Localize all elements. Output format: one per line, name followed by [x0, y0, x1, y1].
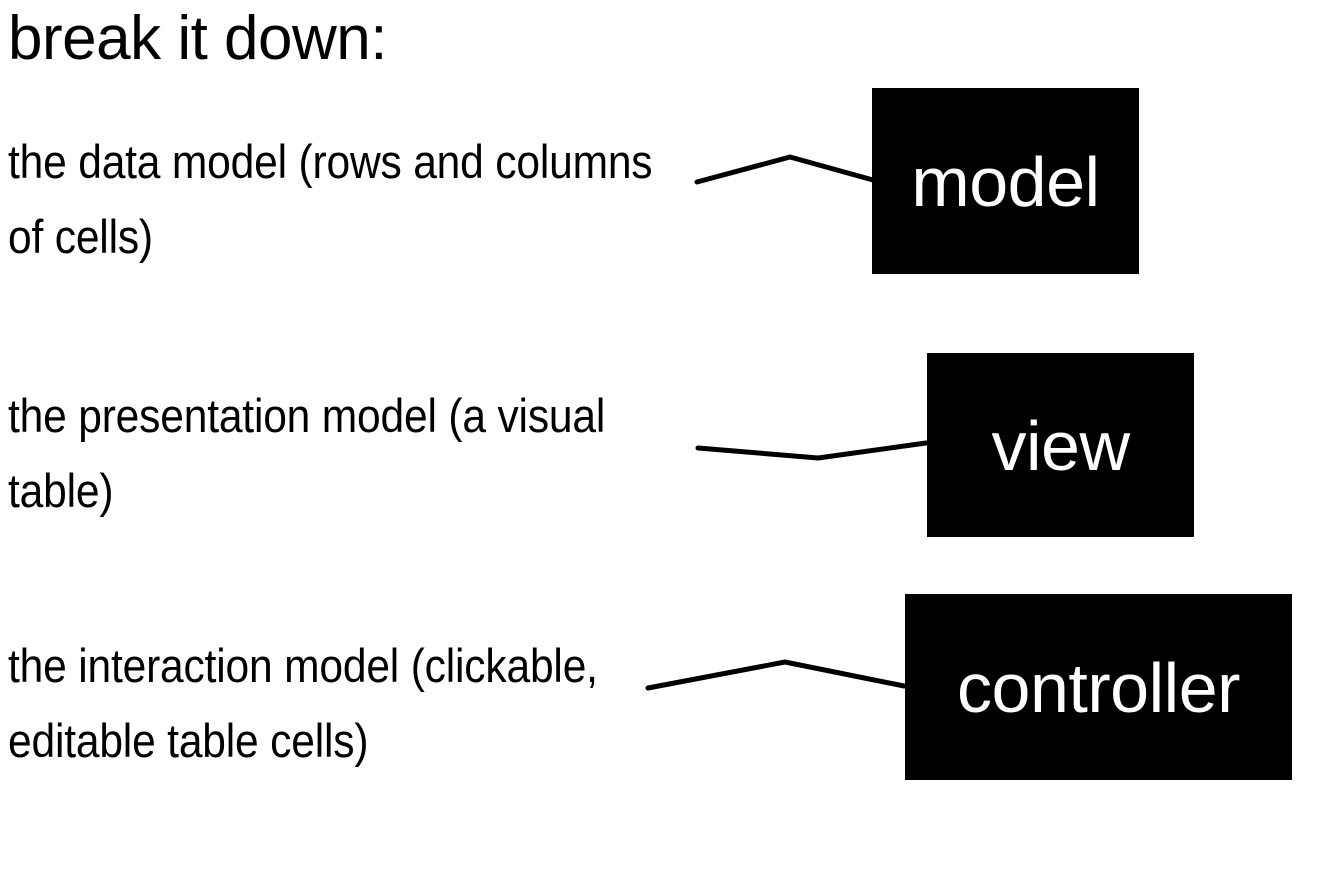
node-box-view[interactable]: view: [927, 353, 1194, 537]
node-box-controller[interactable]: controller: [905, 594, 1292, 780]
node-label-controller: controller: [957, 649, 1240, 727]
description-presentation-model: the presentation model (a visual table): [8, 389, 606, 517]
controller-connector-line: [645, 659, 907, 691]
node-label-view: view: [991, 407, 1130, 485]
description-interaction-model: the interaction model (clickable, editab…: [8, 639, 598, 767]
node-label-model: model: [911, 143, 1100, 221]
page-title: break it down:: [8, 4, 388, 73]
model-connector-line: [694, 154, 876, 185]
node-box-model[interactable]: model: [872, 88, 1139, 274]
view-connector-line: [695, 440, 929, 461]
description-data-model: the data model (rows and columns of cell…: [8, 135, 653, 263]
